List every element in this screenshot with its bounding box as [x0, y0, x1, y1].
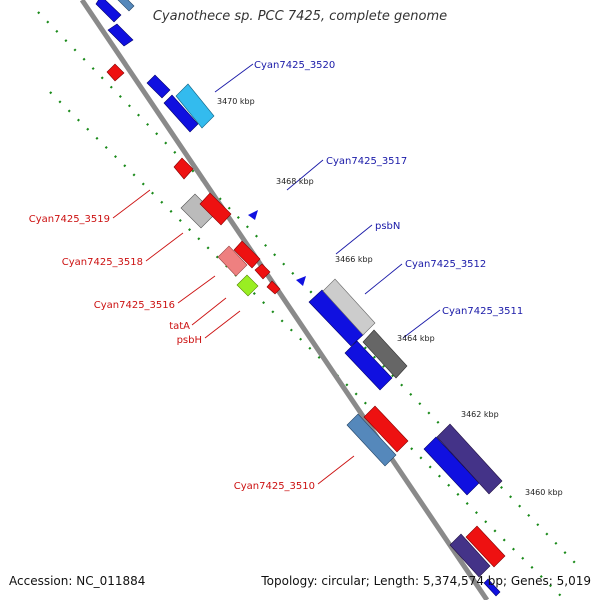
gene-label[interactable]: Cyan7425_3510	[234, 481, 315, 492]
gene-label[interactable]: Cyan7425_3511	[442, 306, 523, 317]
gene-feature[interactable]	[175, 83, 215, 129]
gene-feature[interactable]	[465, 525, 506, 568]
gene-feature[interactable]	[107, 23, 134, 47]
leader-line	[191, 297, 227, 326]
gene-feature[interactable]	[146, 74, 171, 99]
gene-label[interactable]: Cyan7425_3516	[94, 300, 175, 311]
gene-features	[95, 0, 506, 597]
leader-line	[402, 309, 441, 339]
gene-feature[interactable]	[483, 578, 501, 597]
gene-feature[interactable]	[436, 423, 503, 495]
kbp-label: 3460 kbp	[525, 488, 563, 497]
gene-feature[interactable]	[199, 192, 232, 226]
gene-label[interactable]: psbH	[177, 335, 202, 346]
kbp-label: 3464 kbp	[397, 334, 435, 343]
gene-feature[interactable]	[322, 278, 376, 336]
gene-feature[interactable]	[344, 340, 393, 391]
gene-label[interactable]: Cyan7425_3519	[29, 214, 110, 225]
leader-line	[112, 189, 151, 219]
gene-feature[interactable]	[363, 405, 409, 453]
gene-feature[interactable]	[248, 210, 258, 220]
kbp-label: 3468 kbp	[276, 177, 314, 186]
gene-label[interactable]: Cyan7425_3520	[254, 60, 335, 71]
gene-labels: Cyan7425_3520 Cyan7425_3517 psbN Cyan742…	[29, 60, 524, 492]
genome-backbone	[79, 0, 490, 600]
tick-line-inner	[49, 91, 564, 599]
gene-feature[interactable]	[296, 276, 306, 286]
leader-line	[286, 159, 324, 191]
gene-feature[interactable]	[254, 263, 271, 280]
leader-line	[317, 455, 355, 485]
leader-line	[177, 275, 216, 304]
leader-line	[204, 310, 241, 339]
gene-label[interactable]: Cyan7425_3517	[326, 156, 407, 167]
gene-feature[interactable]	[346, 413, 397, 467]
gene-label[interactable]: Cyan7425_3512	[405, 259, 486, 270]
kbp-label: 3466 kbp	[335, 255, 373, 264]
gene-feature[interactable]	[173, 157, 194, 180]
gene-feature[interactable]	[449, 533, 491, 578]
kbp-label: 3462 kbp	[461, 410, 499, 419]
gene-feature[interactable]	[163, 94, 199, 133]
gene-label[interactable]: Cyan7425_3518	[62, 257, 143, 268]
accession-label: Accession: NC_011884	[9, 574, 146, 588]
gene-feature[interactable]	[236, 274, 259, 297]
leader-line	[214, 63, 254, 93]
gene-feature[interactable]	[362, 329, 408, 379]
gene-feature[interactable]	[95, 0, 122, 23]
gene-feature[interactable]	[114, 0, 135, 12]
kbp-labels: 3470 kbp 3468 kbp 3466 kbp 3464 kbp 3462…	[217, 97, 563, 497]
leader-line	[335, 224, 373, 255]
map-title: Cyanothece sp. PCC 7425, complete genome	[152, 9, 448, 24]
leader-line	[364, 263, 403, 295]
gene-feature[interactable]	[233, 240, 261, 269]
gene-label[interactable]: psbN	[375, 221, 400, 232]
gene-feature[interactable]	[106, 63, 125, 82]
leader-lines	[112, 63, 441, 485]
gene-label[interactable]: tatA	[169, 321, 190, 332]
leader-line	[145, 232, 184, 262]
topology-label: Topology: circular; Length: 5,374,574 bp…	[261, 574, 591, 588]
gene-feature[interactable]	[217, 245, 248, 277]
gene-feature[interactable]	[266, 280, 281, 295]
kbp-label: 3470 kbp	[217, 97, 255, 106]
